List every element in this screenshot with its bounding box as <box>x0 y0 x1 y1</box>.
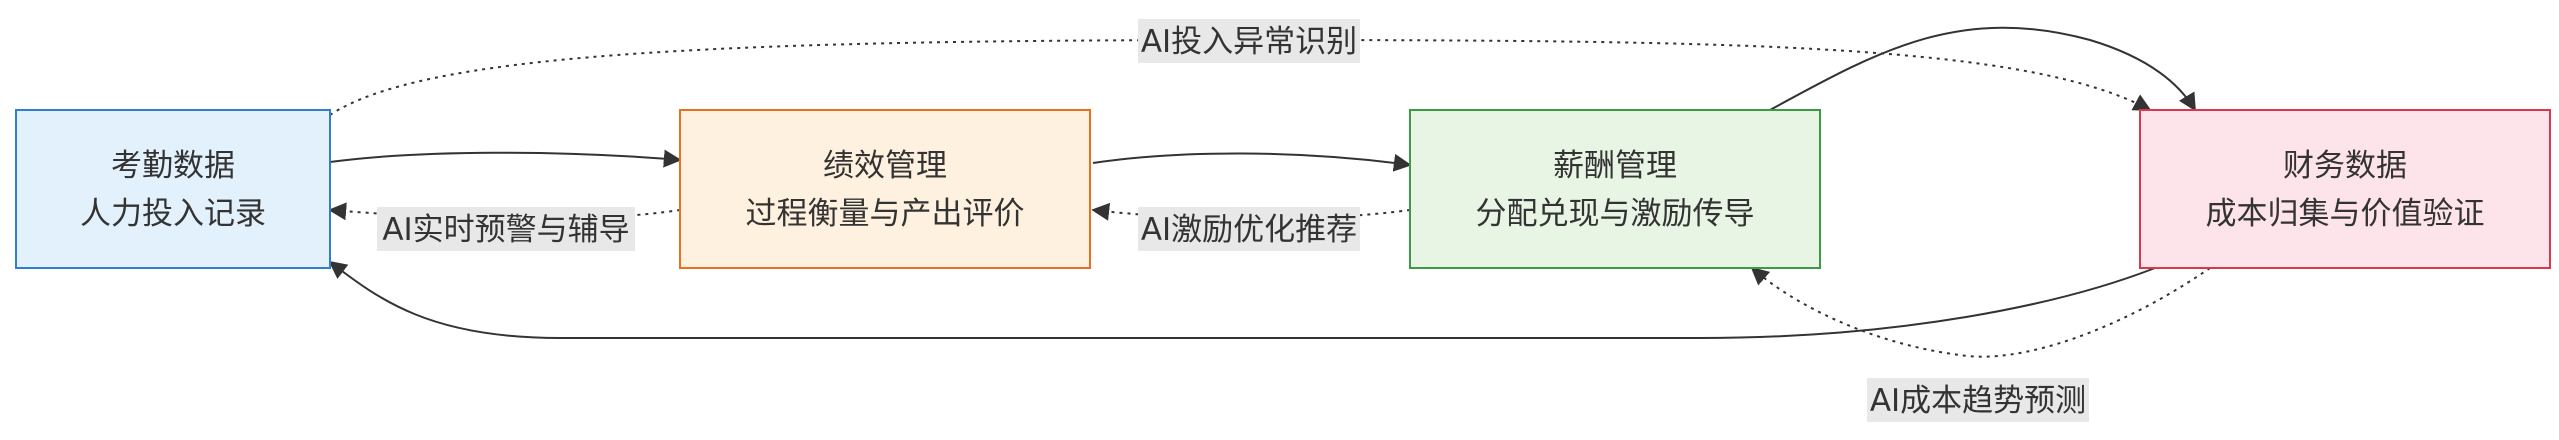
node-finance-subtitle: 成本归集与价值验证 <box>2206 196 2485 232</box>
edge-ai-warning <box>328 202 681 221</box>
node-finance: 财务数据 成本归集与价值验证 <box>2139 109 2551 269</box>
node-compensation-subtitle: 分配兑现与激励传导 <box>1476 196 1755 232</box>
node-attendance-subtitle: 人力投入记录 <box>80 196 266 232</box>
edge-label-ai-warning-text: AI实时预警与辅导 <box>382 212 629 248</box>
node-attendance-box <box>15 109 331 269</box>
edge-label-ai-warning-bg <box>377 207 635 251</box>
node-compensation: 薪酬管理 分配兑现与激励传导 <box>1409 109 1821 269</box>
edge-label-ai-incentive-text: AI激励优化推荐 <box>1141 212 1357 248</box>
node-compensation-box <box>1409 109 1821 269</box>
edge-label-ai-warning: AI实时预警与辅导 <box>377 207 635 251</box>
edge-performance-to-compensation <box>1092 152 1412 172</box>
edge-label-ai-anomaly-text: AI投入异常识别 <box>1141 24 1357 60</box>
edge-label-ai-cost-trend-bg <box>1867 378 2089 422</box>
node-finance-box <box>2139 109 2551 269</box>
edge-attendance-to-performance <box>329 149 682 168</box>
edge-ai-cost-trend <box>1750 266 2211 358</box>
edge-finance-to-attendance <box>328 260 2156 339</box>
node-finance-title: 财务数据 <box>2283 148 2407 184</box>
node-performance-subtitle: 过程衡量与产出评价 <box>746 196 1025 232</box>
edge-compensation-to-finance <box>1769 26 2196 112</box>
edge-label-ai-cost-trend-text: AI成本趋势预测 <box>1870 383 2086 419</box>
node-performance-box <box>679 109 1091 269</box>
node-attendance-title: 考勤数据 <box>111 148 235 184</box>
edge-label-ai-incentive: AI激励优化推荐 <box>1138 207 1360 251</box>
node-compensation-title: 薪酬管理 <box>1553 148 1677 184</box>
node-performance-title: 绩效管理 <box>823 148 947 184</box>
edge-label-ai-cost-trend: AI成本趋势预测 <box>1867 378 2089 422</box>
edge-label-ai-anomaly-bg <box>1138 19 1360 63</box>
node-performance: 绩效管理 过程衡量与产出评价 <box>679 109 1091 269</box>
edge-label-ai-anomaly: AI投入异常识别 <box>1138 19 1360 63</box>
edge-label-ai-incentive-bg <box>1138 207 1360 251</box>
node-attendance: 考勤数据 人力投入记录 <box>15 109 331 269</box>
